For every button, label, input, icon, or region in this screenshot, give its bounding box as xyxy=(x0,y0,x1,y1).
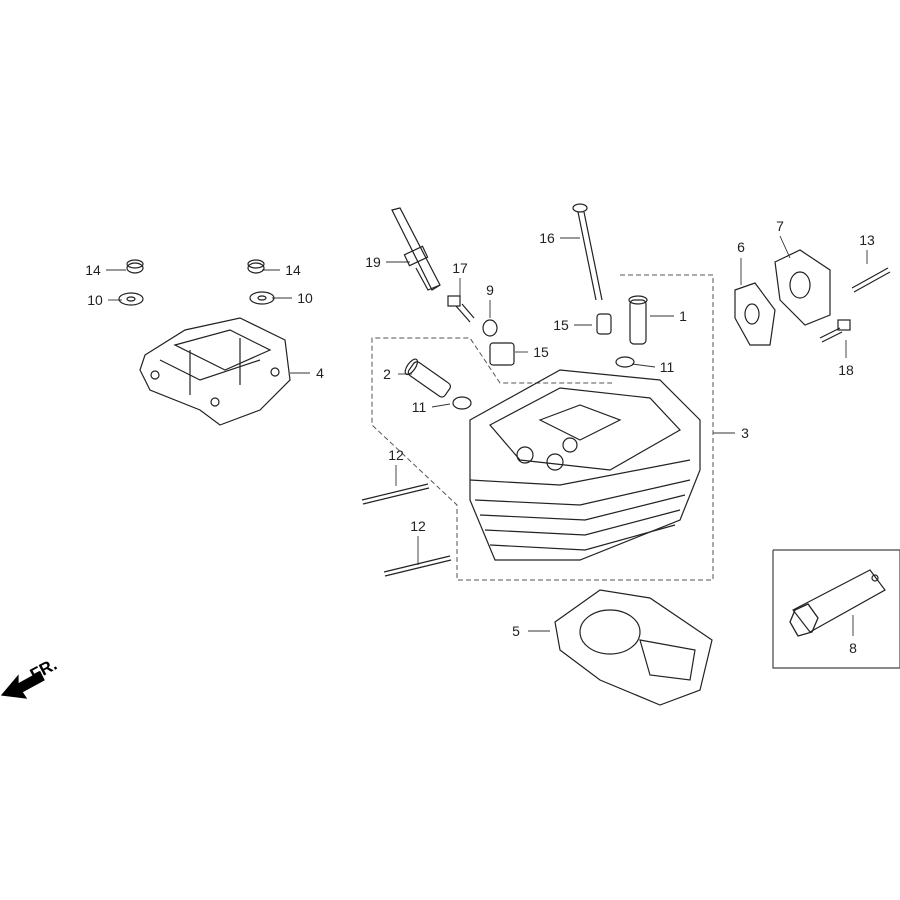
stud-bolt xyxy=(572,203,603,301)
callout-3: 3 xyxy=(741,425,749,441)
callout-5: 5 xyxy=(512,623,520,639)
nuts-washers xyxy=(118,259,275,306)
callout-14: 14 xyxy=(285,262,301,278)
head-gasket xyxy=(554,589,713,706)
valve-guide-1 xyxy=(628,295,648,345)
callout-19: 19 xyxy=(365,254,381,270)
callout-9: 9 xyxy=(486,282,494,298)
bolt-17 xyxy=(447,295,475,323)
callout-10: 10 xyxy=(87,292,103,308)
callout-17: 17 xyxy=(452,260,468,276)
insulator-gasket xyxy=(734,282,776,346)
callout-10: 10 xyxy=(297,290,313,306)
group-outline xyxy=(371,274,714,581)
leader-lines xyxy=(106,235,868,636)
callout-14: 14 xyxy=(85,262,101,278)
callout-13: 13 xyxy=(859,232,875,248)
valve-guide-2 xyxy=(404,358,451,398)
callout-12: 12 xyxy=(410,518,426,534)
tool-box-outline xyxy=(772,549,900,669)
intake-insulator xyxy=(774,249,831,326)
callout-12: 12 xyxy=(388,447,404,463)
spark-plug xyxy=(391,207,441,291)
rocker-arm-holder xyxy=(139,317,291,426)
callout-4: 4 xyxy=(316,365,324,381)
cylinder-head xyxy=(469,369,701,561)
callout-1: 1 xyxy=(679,308,687,324)
callout-16: 16 xyxy=(539,230,555,246)
callout-8: 8 xyxy=(849,640,857,656)
spark-plug-wrench xyxy=(789,569,886,637)
callout-15: 15 xyxy=(533,344,549,360)
studs-12 xyxy=(361,483,452,577)
callout-11: 11 xyxy=(659,359,675,375)
callout-15: 15 xyxy=(553,317,569,333)
front-arrow-icon xyxy=(0,671,45,699)
callout-2: 2 xyxy=(383,366,391,382)
callout-7: 7 xyxy=(776,218,784,234)
callout-6: 6 xyxy=(737,239,745,255)
callout-11: 11 xyxy=(411,399,427,415)
callout-18: 18 xyxy=(838,362,854,378)
